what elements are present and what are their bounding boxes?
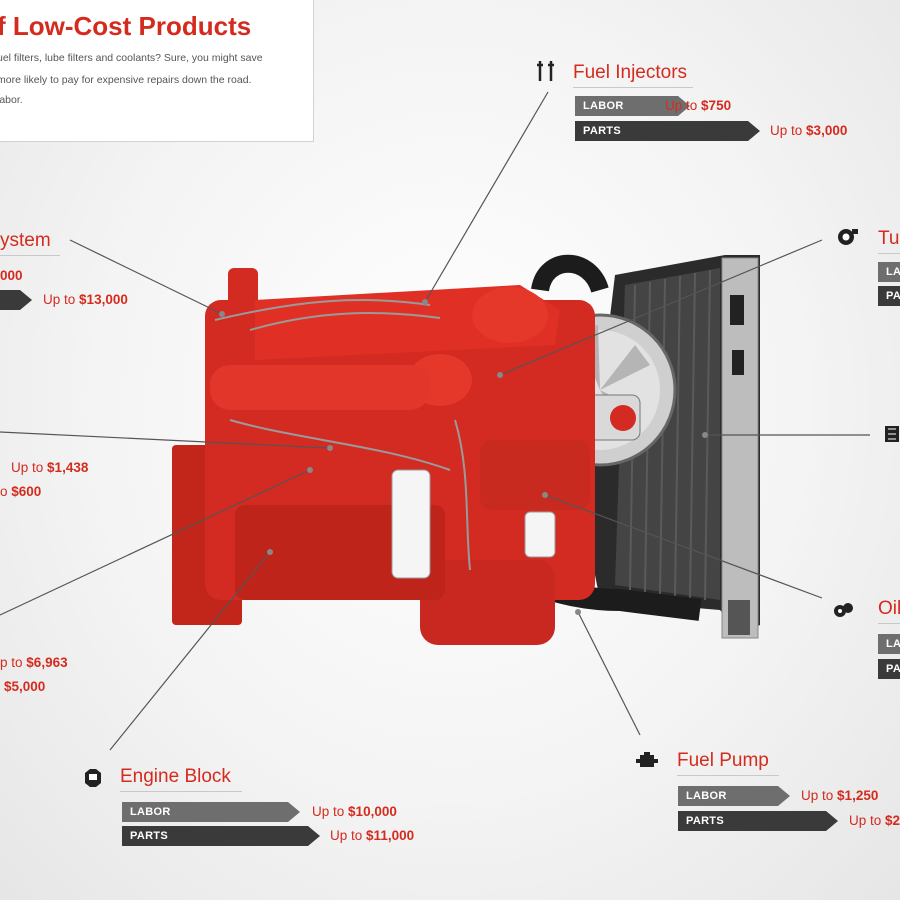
labor-bar: LABOR — [575, 96, 690, 116]
parts-bar: PARTS — [575, 121, 760, 141]
parts-bar: PA — [878, 286, 900, 306]
callout-left-middle: Up to $1,438 o $600 — [0, 458, 120, 508]
labor-bar: LABOR — [678, 786, 790, 806]
callout-radiator — [884, 424, 900, 448]
intro-box: f Low-Cost Products uel filters, lube fi… — [0, 0, 314, 142]
engine-body — [172, 268, 595, 645]
fuel-injector-icon — [537, 61, 554, 81]
callout-title: ystem — [0, 230, 60, 256]
parts-bar: PA — [878, 659, 900, 679]
engine-block-icon — [85, 769, 101, 787]
callout-system: ystem 000 Up to $13,000 — [0, 228, 160, 318]
parts-bar: PARTS — [678, 811, 838, 831]
parts-bar — [0, 290, 32, 310]
parts-cost: $5,000 — [4, 679, 46, 694]
intro-line-3: labor. — [0, 94, 23, 106]
parts-cost: Up to $13,000 — [43, 292, 128, 307]
callout-oil-pump: Oil LA PA — [833, 596, 900, 686]
parts-cost: Up to $2 — [849, 813, 900, 828]
callout-title: Fuel Pump — [677, 750, 779, 776]
parts-cost: o $600 — [0, 484, 42, 499]
leader-lines — [0, 91, 870, 751]
callout-left-lower: p to $6,963 $5,000 — [0, 653, 120, 703]
leader-dots — [219, 299, 708, 615]
oil-filter-illustration — [524, 511, 556, 558]
callout-title: Tu — [878, 228, 900, 254]
labor-cost: p to $6,963 — [0, 655, 68, 670]
labor-cost: Up to $750 — [665, 98, 732, 113]
turbo-icon — [838, 229, 858, 245]
radiator-icon — [885, 426, 899, 442]
labor-cost: Up to $10,000 — [312, 804, 397, 819]
labor-cost: Up to $1,250 — [801, 788, 879, 803]
callout-title: Oil — [878, 598, 900, 624]
callout-fuel-injectors: Fuel Injectors LABOR Up to $750 PARTS Up… — [535, 58, 855, 148]
parts-cost: Up to $3,000 — [770, 123, 848, 138]
labor-bar: LABOR — [122, 802, 300, 822]
intro-line-1: uel filters, lube filters and coolants? … — [0, 52, 263, 64]
callout-engine-block: Engine Block LABOR Up to $10,000 PARTS U… — [82, 764, 442, 854]
labor-cost: Up to $1,438 — [11, 460, 89, 475]
fuel-filter-illustration — [391, 469, 431, 579]
oil-pump-icon — [834, 603, 853, 617]
callout-fuel-pump: Fuel Pump LABOR Up to $1,250 PARTS Up to… — [636, 748, 900, 838]
callout-title: Engine Block — [120, 766, 242, 792]
fuel-pump-icon — [636, 752, 658, 767]
labor-bar: LA — [878, 634, 900, 654]
intro-title: f Low-Cost Products — [0, 11, 252, 41]
parts-cost: Up to $11,000 — [330, 828, 415, 843]
labor-cost: 000 — [0, 268, 23, 283]
callout-turbocharger: Tu LA PA — [836, 224, 900, 314]
callout-title: Fuel Injectors — [573, 62, 693, 88]
intro-line-2: more likely to pay for expensive repairs… — [0, 74, 252, 86]
parts-bar: PARTS — [122, 826, 320, 846]
labor-bar: LA — [878, 262, 900, 282]
